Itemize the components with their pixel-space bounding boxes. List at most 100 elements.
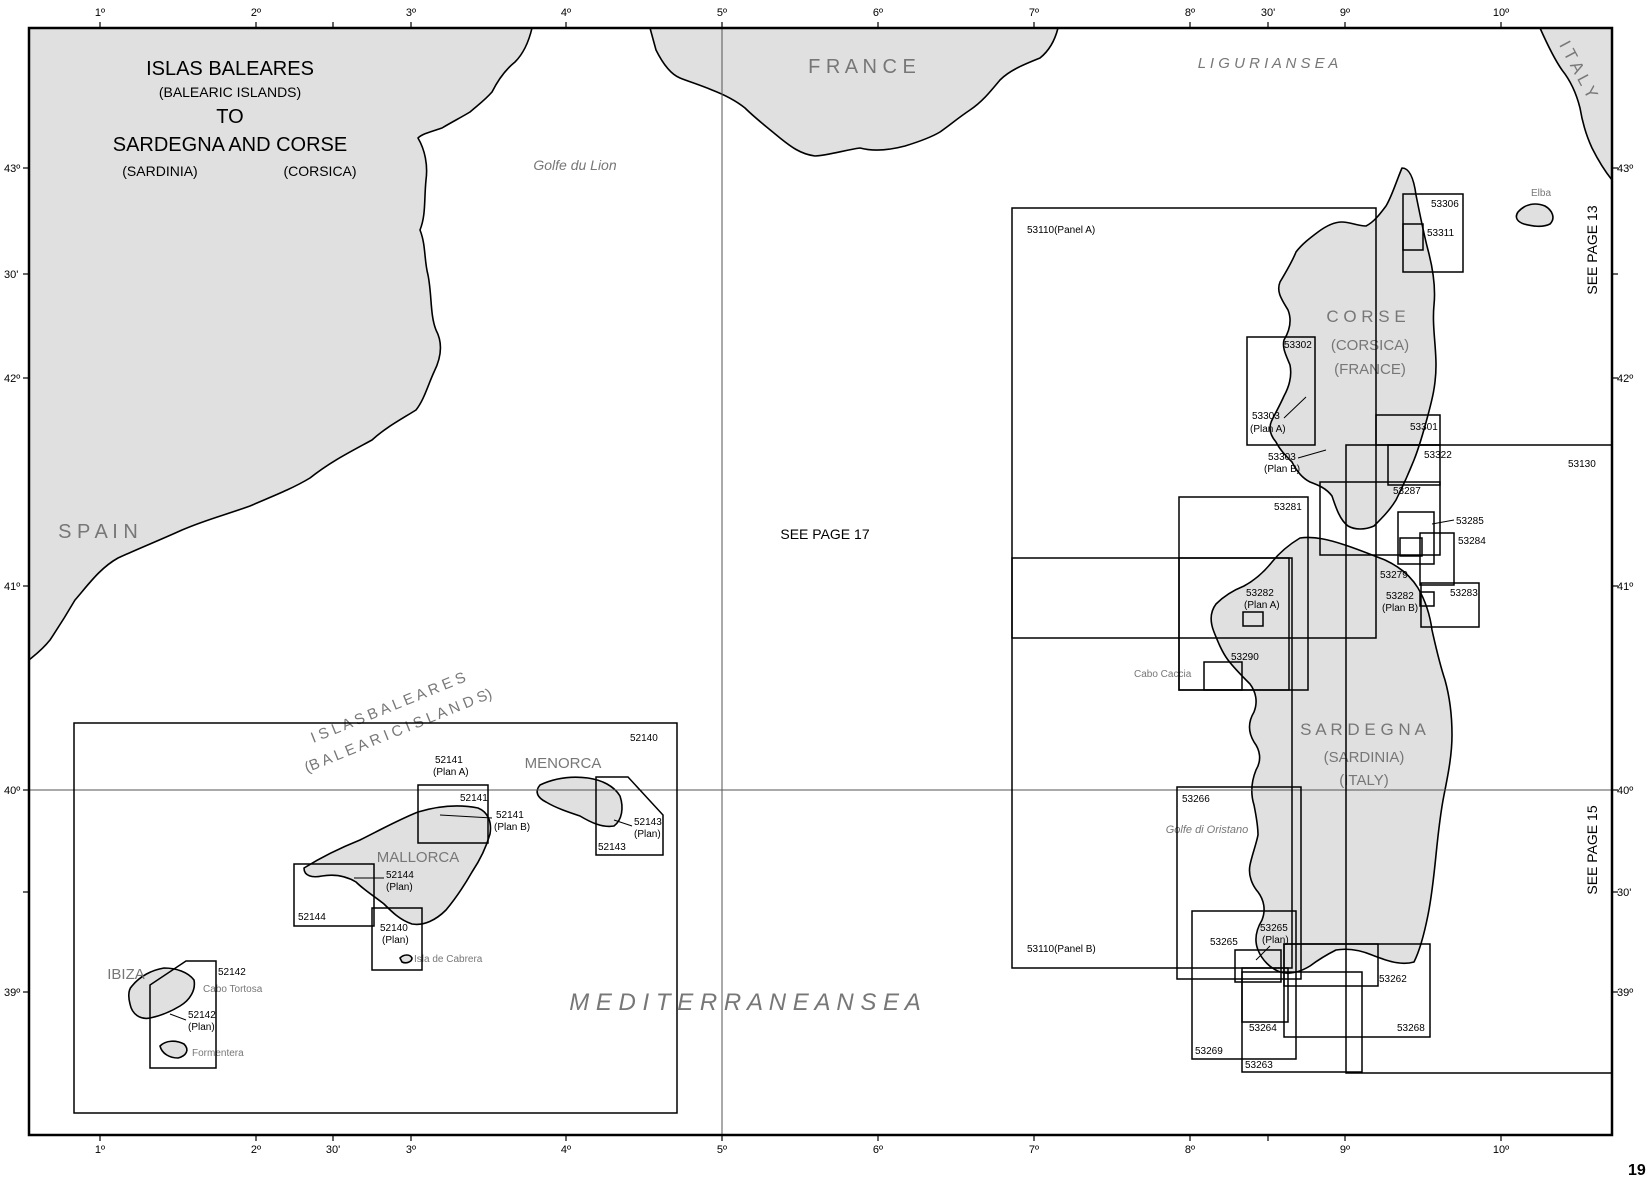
chart-box-53266[interactable] <box>1176 786 1302 980</box>
chart-box-53130[interactable] <box>1345 444 1613 1074</box>
chart-box-53282-plan-a[interactable] <box>1242 611 1264 627</box>
chart-label: 53130 <box>1568 459 1596 470</box>
label-cabo-caccia: Cabo Caccia <box>1134 669 1192 680</box>
chart-label: (Plan B) <box>494 822 530 833</box>
chart-box-53282-plan-b[interactable] <box>1419 591 1435 607</box>
chart-box-52140-plan[interactable] <box>371 907 423 971</box>
label-isla-de-cabrera: Isla de Cabrera <box>414 954 483 965</box>
chart-box-53322[interactable] <box>1387 444 1441 486</box>
title-line-5a: (SARDINIA) <box>122 163 197 179</box>
chart-box-52144[interactable] <box>293 863 375 927</box>
top-tick-label: 30' <box>1261 7 1275 19</box>
chart-label: 53269 <box>1195 1046 1223 1057</box>
leader-line <box>1297 449 1327 459</box>
title-line-5b: (CORSICA) <box>283 163 356 179</box>
label-cabo-tortosa: Cabo Tortosa <box>203 984 263 995</box>
label-sardinia: (SARDINIA) <box>1324 749 1405 766</box>
chart-label: 53262 <box>1379 974 1407 985</box>
see-page-13: SEE PAGE 13 <box>1584 205 1600 294</box>
chart-box-52140[interactable] <box>73 722 678 1114</box>
chart-label: 53279 <box>1380 570 1408 581</box>
chart-box-53283[interactable] <box>1420 582 1480 628</box>
chart-label: 52141 <box>435 755 463 766</box>
label-ibiza: IBIZA <box>107 966 145 983</box>
chart-label: (Plan) <box>386 882 413 893</box>
bottom-tick-label: 4º <box>561 1144 571 1156</box>
label-mallorca: MALLORCA <box>377 849 460 866</box>
bottom-tick-label: 5º <box>717 1144 727 1156</box>
see-page-15: SEE PAGE 15 <box>1584 805 1600 894</box>
chart-box-53302[interactable] <box>1246 336 1316 446</box>
top-tick-label: 6º <box>873 7 883 19</box>
chart-box-53263[interactable] <box>1241 971 1363 1073</box>
chart-label: 53110(Panel B) <box>1027 944 1096 955</box>
chart-box-53285[interactable] <box>1397 511 1435 565</box>
top-tick-label: 7º <box>1029 7 1039 19</box>
land-elba <box>1515 203 1554 228</box>
land-cabrera <box>399 954 413 964</box>
label-menorca: MENORCA <box>525 755 602 772</box>
top-tick-label: 8º <box>1185 7 1195 19</box>
top-tick-label: 1º <box>95 7 105 19</box>
leader-line <box>1431 519 1455 525</box>
chart-label: (Plan) <box>382 935 409 946</box>
left-tick-label: 39º <box>4 987 20 999</box>
chart-label: (Plan) <box>1262 935 1289 946</box>
chart-label: 53263 <box>1245 1060 1273 1071</box>
right-tick-label: 30' <box>1617 887 1631 899</box>
top-tick-label: 10º <box>1493 7 1509 19</box>
chart-label: 53283 <box>1450 588 1478 599</box>
chart-label: (Plan) <box>634 829 661 840</box>
chart-box-53279[interactable] <box>1399 537 1423 557</box>
right-tick-label: 40º <box>1617 785 1633 797</box>
chart-box-52143[interactable] <box>595 776 664 856</box>
leader-line <box>169 1013 187 1021</box>
left-tick-label: 30' <box>4 269 18 281</box>
title-line-4: SARDEGNA AND CORSE <box>113 134 348 156</box>
leader-line <box>439 814 493 819</box>
chart-label: 52144 <box>386 870 414 881</box>
label-mediterranean-sea: M E D I T E R R A N E A N S E A <box>569 989 921 1016</box>
land-france-north <box>649 27 1059 157</box>
label-formentera: Formentera <box>192 1048 244 1059</box>
label-corsica: (CORSICA) <box>1331 337 1409 354</box>
bottom-tick-label: 6º <box>873 1144 883 1156</box>
chart-label: 53303 <box>1252 411 1280 422</box>
chart-box-53110-panel-b[interactable] <box>1011 557 1293 969</box>
chart-label: 52140 <box>380 923 408 934</box>
chart-label: 52141 <box>496 810 524 821</box>
chart-label: (Plan A) <box>1250 424 1286 435</box>
chart-box-53311[interactable] <box>1402 223 1424 251</box>
land-menorca <box>536 776 623 828</box>
bottom-tick-label: 3º <box>406 1144 416 1156</box>
label-golfe-di-oristano: Golfe di Oristano <box>1166 824 1249 836</box>
chart-box-53284[interactable] <box>1419 532 1455 586</box>
leader-line <box>613 819 633 827</box>
chart-box-52142[interactable] <box>149 960 217 1069</box>
chart-label: (Plan A) <box>1244 600 1280 611</box>
chart-label: 53301 <box>1410 422 1438 433</box>
bottom-tick-label: 9º <box>1340 1144 1350 1156</box>
chart-label: 53265 <box>1260 923 1288 934</box>
bottom-tick-label: 8º <box>1185 1144 1195 1156</box>
chart-box-53268[interactable] <box>1283 943 1431 1038</box>
chart-box-cabo-caccia[interactable] <box>1203 661 1243 691</box>
top-tick-label: 9º <box>1340 7 1350 19</box>
left-tick-label: 40º <box>4 785 20 797</box>
chart-box-53269[interactable] <box>1191 910 1297 1060</box>
chart-label: 53290 <box>1231 652 1259 663</box>
land-ibiza <box>127 967 196 1020</box>
left-tick-label: 42º <box>4 373 20 385</box>
chart-box-53287[interactable] <box>1319 481 1441 556</box>
land-formentera <box>159 1040 188 1059</box>
chart-box-53265[interactable] <box>1234 949 1282 983</box>
chart-label: 53287 <box>1393 486 1421 497</box>
chart-label: 53282 <box>1246 588 1274 599</box>
title-line-1: ISLAS BALEARES <box>146 58 314 80</box>
chart-label: 53285 <box>1456 516 1484 527</box>
chart-box-52141[interactable] <box>417 784 489 844</box>
right-tick-label: 43º <box>1617 163 1633 175</box>
top-tick-label: 4º <box>561 7 571 19</box>
